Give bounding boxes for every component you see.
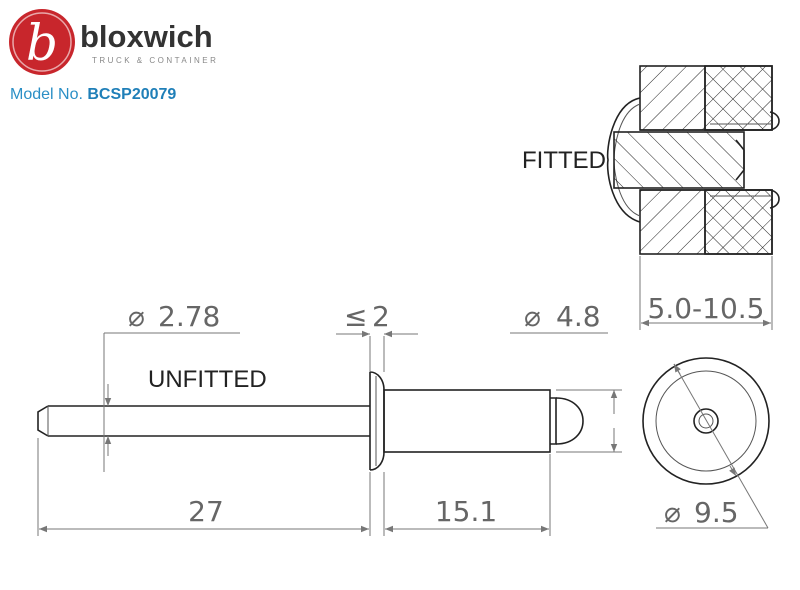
- logo-letter: b: [26, 14, 58, 72]
- head-thickness-dimension: 2: [372, 300, 390, 333]
- model-line: Model No. BCSP20079: [10, 86, 176, 104]
- fitted-label: FITTED: [522, 147, 606, 174]
- brand-tagline: TRUCK & CONTAINER: [92, 56, 218, 65]
- logo-badge-icon: [9, 9, 75, 75]
- mandrel-length-dimension: 27: [188, 495, 224, 528]
- le-symbol: ≤: [344, 300, 367, 333]
- unfitted-side-view: UNFITTED ⌀ 2.78 ≤ 2 ⌀ 4.8 27 15.1: [37, 300, 622, 536]
- diameter-symbol-body: ⌀: [524, 300, 541, 333]
- body-length-dimension: 15.1: [435, 495, 497, 528]
- mandrel-diameter-dimension: 2.78: [158, 300, 220, 333]
- fitted-section-view: FITTED 5.0-10.5: [522, 65, 780, 330]
- grip-range-dimension: 5.0-10.5: [648, 292, 765, 325]
- model-number: BCSP20079: [87, 86, 177, 103]
- end-view: ⌀ 9.5: [642, 357, 770, 529]
- body-diameter-dimension: 4.8: [556, 300, 601, 333]
- model-label: Model No.: [10, 86, 83, 103]
- head-diameter-dimension: 9.5: [694, 496, 739, 529]
- diameter-symbol-mandrel: ⌀: [128, 300, 145, 333]
- unfitted-label: UNFITTED: [148, 366, 267, 393]
- brand-name: bloxwich: [80, 19, 213, 54]
- brand-logo: b bloxwich TRUCK & CONTAINER: [9, 9, 218, 75]
- diameter-symbol-head: ⌀: [664, 496, 681, 529]
